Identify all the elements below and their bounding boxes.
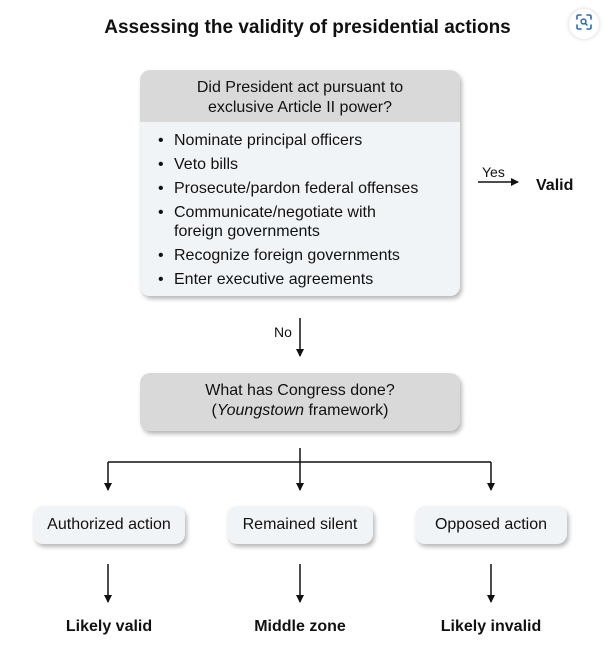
article-ii-question-header: Did President act pursuant to exclusive … bbox=[140, 70, 460, 122]
diagram-title: Assessing the validity of presidential a… bbox=[104, 17, 511, 38]
framework-text: framework) bbox=[304, 402, 389, 419]
power-item: Recognize foreign governments bbox=[140, 246, 460, 265]
congress-question-line1: What has Congress done? bbox=[205, 382, 395, 399]
article-ii-question-box: Did President act pursuant to exclusive … bbox=[140, 70, 460, 296]
power-item: Prosecute/pardon federal offenses bbox=[140, 179, 460, 198]
power-item: Veto bills bbox=[140, 155, 460, 174]
article-ii-question-line1: Did President act pursuant to bbox=[196, 79, 404, 96]
article-ii-powers-list: Nominate principal officers Veto bills P… bbox=[140, 122, 460, 296]
authorized-action-box: Authorized action bbox=[33, 506, 185, 544]
scan-icon bbox=[576, 13, 592, 35]
likely-valid-result: Likely valid bbox=[65, 618, 153, 635]
likely-invalid-result: Likely invalid bbox=[440, 618, 542, 635]
congress-question-line2: (Youngstown framework) bbox=[140, 401, 460, 421]
no-label: No bbox=[274, 324, 292, 340]
power-item: Enter executive agreements bbox=[140, 270, 460, 289]
visual-search-button[interactable] bbox=[569, 9, 599, 39]
power-item: Nominate principal officers bbox=[140, 131, 460, 150]
power-item: Communicate/negotiate with foreign gover… bbox=[140, 203, 460, 241]
middle-zone-result: Middle zone bbox=[254, 618, 346, 635]
yes-label: Yes bbox=[482, 164, 505, 180]
article-ii-question-line2: exclusive Article II power? bbox=[207, 99, 393, 116]
youngstown-case-name: Youngstown bbox=[216, 402, 305, 419]
valid-result: Valid bbox=[536, 177, 574, 194]
remained-silent-box: Remained silent bbox=[227, 506, 373, 544]
opposed-action-box: Opposed action bbox=[415, 506, 567, 544]
congress-question-box: What has Congress done? (Youngstown fram… bbox=[140, 373, 460, 431]
paren-open: ( bbox=[211, 402, 217, 419]
